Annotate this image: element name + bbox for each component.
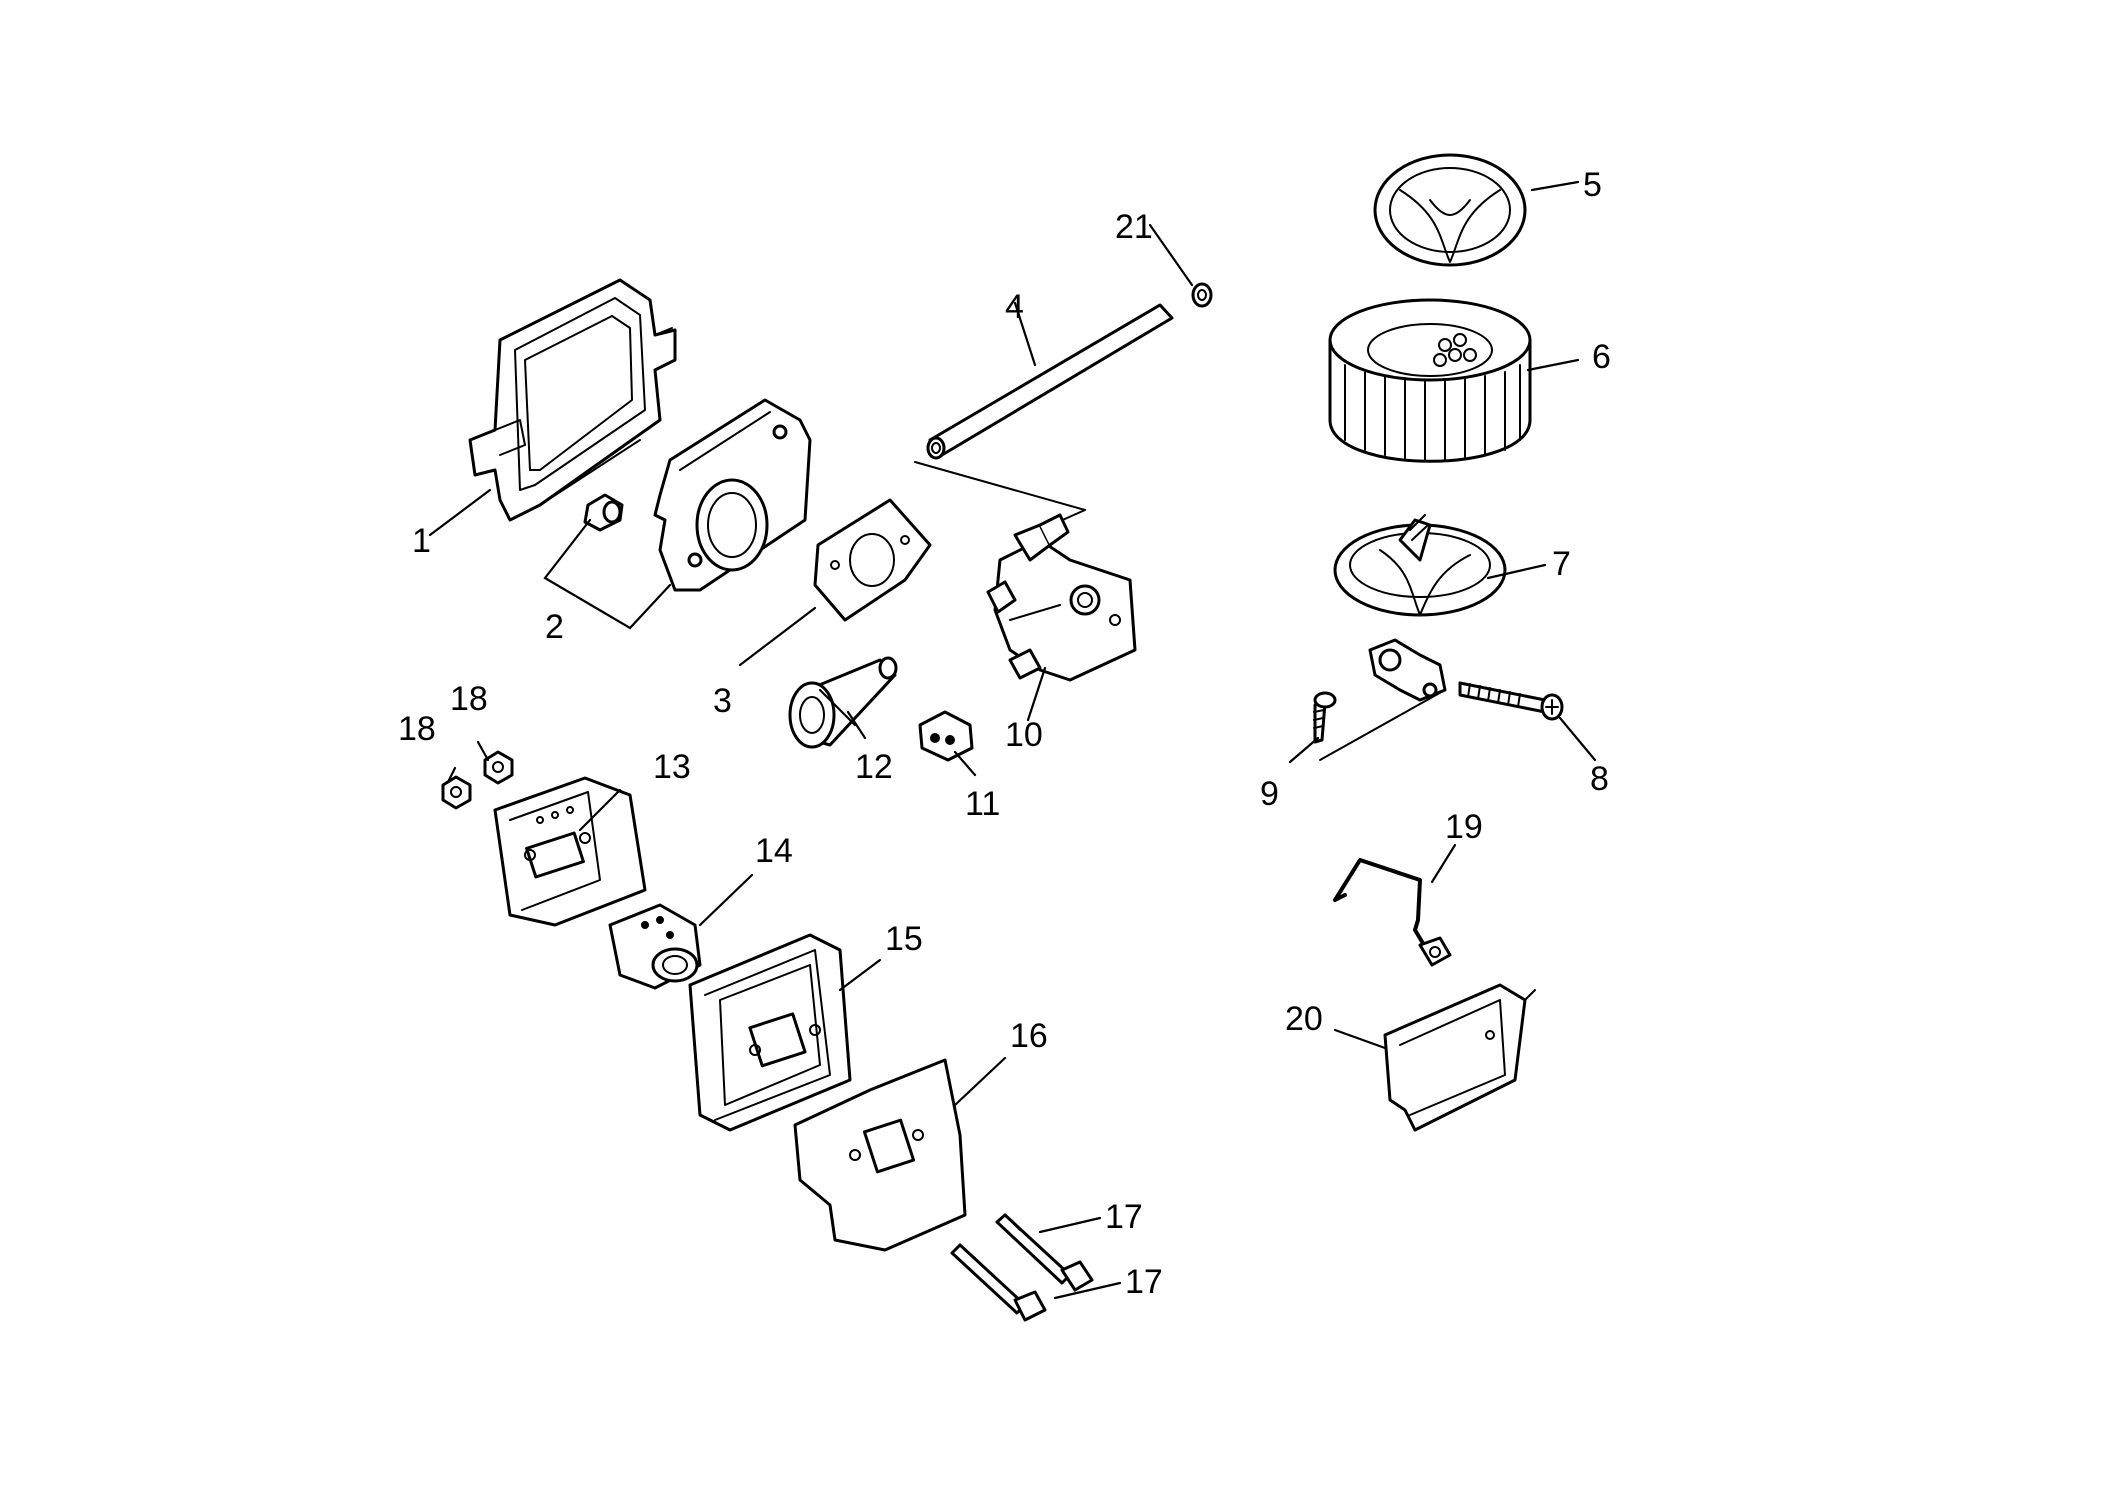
part-14-exhaust-inlet (608, 903, 702, 990)
part-7-filter-base (1333, 514, 1507, 702)
part-3-gasket (813, 498, 932, 622)
callout-18-right: 18 (450, 680, 488, 718)
part-12-intake-boot (788, 656, 898, 749)
callout-17-upper: 17 (1105, 1198, 1143, 1236)
part-16-heat-shield (793, 1058, 967, 1252)
callout-1: 1 (412, 522, 431, 560)
callout-13: 13 (653, 748, 691, 786)
part-18-nuts (441, 750, 514, 810)
callout-8: 8 (1590, 760, 1609, 798)
part-21-clip-ring (1191, 282, 1213, 308)
part-19-wire-rod (1333, 858, 1452, 967)
part-5-filter-cover (1373, 153, 1527, 267)
part-11-grommet (918, 710, 974, 762)
callout-6: 6 (1592, 338, 1611, 376)
part-10-carburetor (986, 513, 1137, 682)
leader-lines (428, 180, 1597, 1300)
callout-labels: 1 2 3 4 5 6 7 8 9 10 11 12 13 14 15 16 1… (398, 166, 1611, 1301)
callout-21: 21 (1115, 208, 1153, 246)
callout-18-left: 18 (398, 710, 436, 748)
callout-3: 3 (713, 682, 732, 720)
callout-10: 10 (1005, 716, 1043, 754)
callout-5: 5 (1583, 166, 1602, 204)
callout-14: 14 (755, 832, 793, 870)
part-6-air-filter (1328, 298, 1532, 463)
callout-12: 12 (855, 748, 893, 786)
part-15-muffler (688, 933, 852, 1132)
part-2-fitting-and-plate (583, 398, 812, 592)
callout-9: 9 (1260, 775, 1279, 813)
callout-7: 7 (1552, 545, 1571, 583)
callout-4: 4 (1005, 288, 1024, 326)
callout-16: 16 (1010, 1017, 1048, 1055)
callout-15: 15 (885, 920, 923, 958)
callout-17-lower: 17 (1125, 1263, 1163, 1301)
part-9-small-screw (1313, 689, 1446, 761)
part-1-filter-frame (468, 278, 677, 522)
part-8-screw (1458, 681, 1564, 721)
part-4-fuel-hose (914, 303, 1174, 531)
callout-11: 11 (965, 785, 1000, 823)
part-17-bolts (950, 1213, 1094, 1322)
callout-19: 19 (1445, 808, 1483, 846)
part-13-spacer-block (493, 776, 647, 927)
callout-2: 2 (545, 608, 564, 646)
callout-20: 20 (1285, 1000, 1323, 1038)
part-20-bracket (1383, 983, 1536, 1132)
